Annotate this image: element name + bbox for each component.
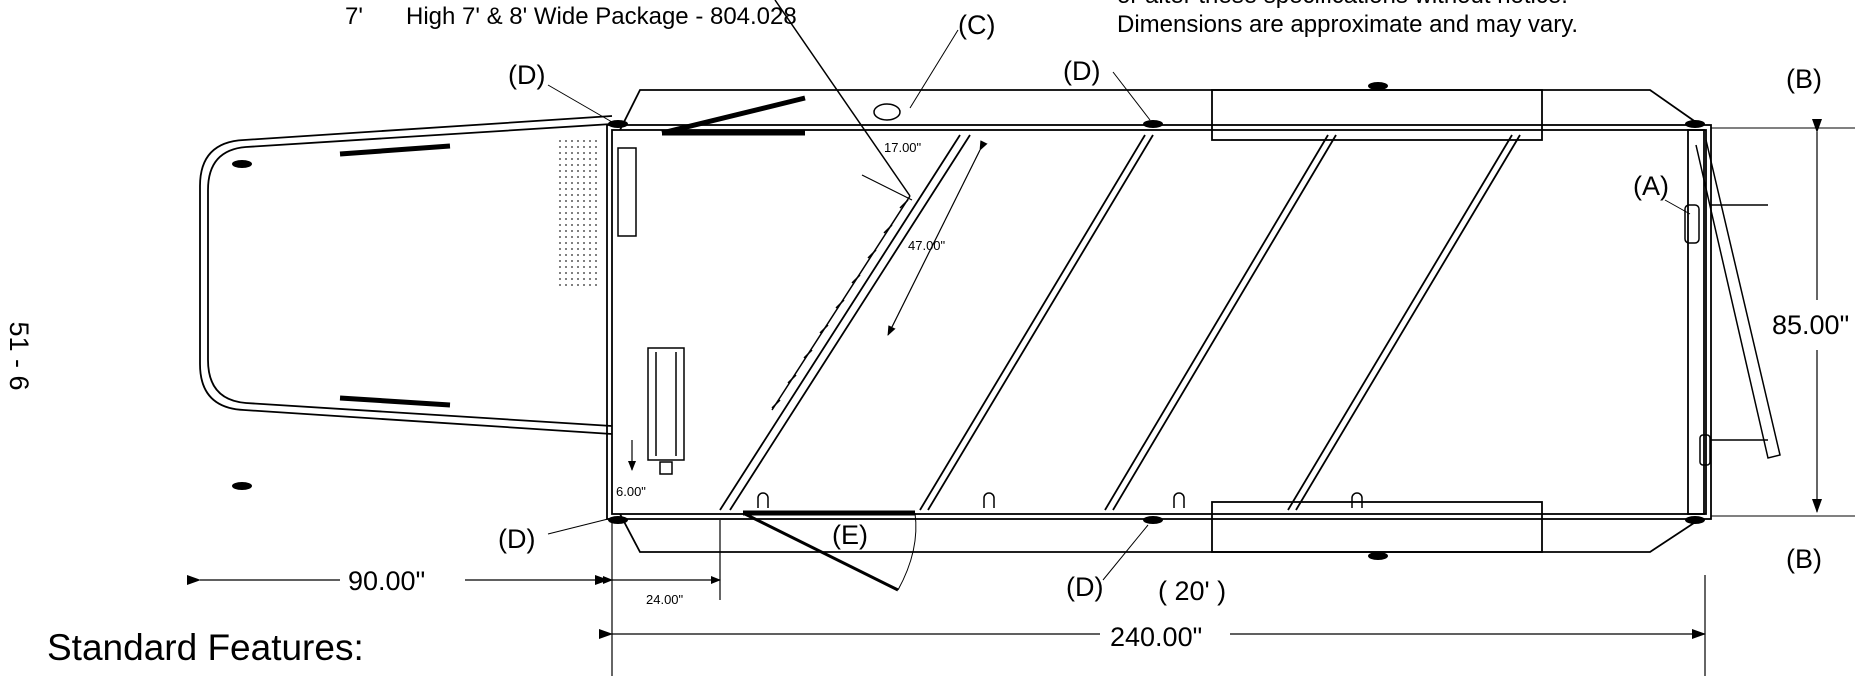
package-prefix: 7' — [345, 3, 363, 30]
callout-b-bottom: (B) — [1786, 544, 1822, 574]
width-extension-lines — [1711, 127, 1855, 517]
hay-rack — [771, 0, 911, 411]
escape-door-swing — [742, 511, 899, 592]
package-line: High 7' & 8' Wide Package - 804.028 — [406, 3, 797, 30]
dim-overall-length: 240.00" — [1110, 622, 1202, 652]
dim-width: 85.00" — [1772, 310, 1849, 340]
door-swing-arc — [897, 512, 917, 591]
callout-c: (C) — [958, 10, 995, 40]
callout-d-bottom-mid: (D) — [1066, 572, 1103, 602]
dim-saddle-rack: 6.00" — [616, 484, 646, 499]
stall-dividers — [719, 134, 1521, 511]
callout-b-top: (B) — [1786, 64, 1822, 94]
callout-d-top-left: (D) — [508, 60, 545, 90]
dim-length-feet: ( 20' ) — [1158, 576, 1226, 606]
dim-stall: 47.00" — [908, 238, 946, 253]
dim-walkthrough: 24.00" — [646, 592, 684, 607]
rear-ramp-door — [1684, 139, 1781, 466]
callout-a: (A) — [1633, 171, 1669, 201]
trailer-body — [606, 89, 1712, 553]
dimension-lines — [187, 119, 1822, 676]
notice-line-1: or alter these specifications without no… — [1117, 0, 1568, 9]
standard-features-heading: Standard Features: — [47, 627, 364, 668]
notice-line-2: Dimensions are approximate and may vary. — [1117, 11, 1578, 38]
callout-d-top-mid: (D) — [1063, 56, 1100, 86]
page-number: 51 - 6 — [4, 321, 34, 390]
tie-rings — [757, 492, 1363, 508]
callout-leaders — [547, 29, 1691, 581]
callout-e: (E) — [832, 520, 868, 550]
front-tack-area — [617, 147, 685, 475]
gooseneck-nose — [199, 115, 613, 435]
dressing-room-partition — [559, 140, 597, 290]
solid-bars — [661, 95, 915, 516]
roof-vent-light — [873, 103, 901, 121]
dim-nose: 90.00" — [348, 566, 425, 596]
callout-d-bottom-left: (D) — [498, 524, 535, 554]
marker-lights — [232, 82, 1705, 560]
dim-divider-gap: 17.00" — [884, 140, 922, 155]
nose-windows — [339, 143, 451, 408]
